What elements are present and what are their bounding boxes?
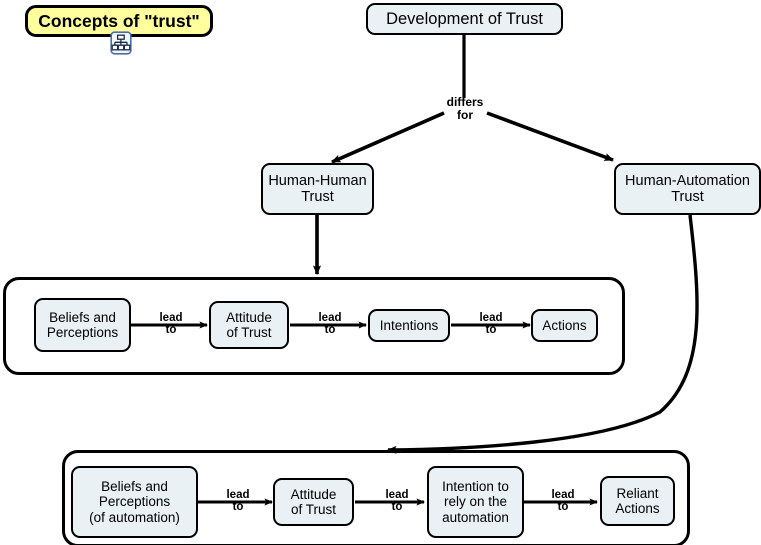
node-label: Actions xyxy=(542,317,587,333)
node-label: Attitude of Trust xyxy=(290,486,337,517)
node-hh-intentions[interactable]: Intentions xyxy=(368,309,450,342)
edge-label-differs-for: differs for xyxy=(446,95,484,122)
node-label: Intentions xyxy=(379,317,439,333)
node-development-of-trust[interactable]: Development of Trust xyxy=(366,3,563,35)
node-ha-intention-to-rely[interactable]: Intention to rely on the automation xyxy=(427,466,524,538)
node-label: Human-Human Trust xyxy=(268,172,367,205)
node-human-automation-trust[interactable]: Human-Automation Trust xyxy=(614,163,761,215)
node-label: Attitude of Trust xyxy=(226,309,272,340)
edge-label-hh-lead-to-1: lead to xyxy=(159,312,183,337)
node-label: Beliefs and Perceptions xyxy=(46,309,119,340)
banner-label: Concepts of "trust" xyxy=(38,10,200,31)
edge-label-hh-lead-to-2: lead to xyxy=(318,312,342,337)
node-human-human-trust[interactable]: Human-Human Trust xyxy=(261,163,374,215)
edge-label-hh-lead-to-3: lead to xyxy=(479,312,503,337)
node-label: Reliant Actions xyxy=(615,485,660,516)
node-ha-beliefs-and-perceptions[interactable]: Beliefs and Perceptions (of automation) xyxy=(71,466,198,538)
edge-label-ha-lead-to-2: lead to xyxy=(385,489,409,514)
node-ha-reliant-actions[interactable]: Reliant Actions xyxy=(600,476,675,526)
node-label: Human-Automation Trust xyxy=(625,172,750,205)
node-label: Intention to rely on the automation xyxy=(442,479,509,525)
edge-label-ha-lead-to-3: lead to xyxy=(551,489,575,514)
node-label: Beliefs and Perceptions (of automation) xyxy=(89,479,180,525)
edge-root-to-human-human xyxy=(331,111,445,164)
node-hh-beliefs-and-perceptions[interactable]: Beliefs and Perceptions xyxy=(34,298,131,352)
edge-root-to-human-automation xyxy=(486,111,614,162)
node-ha-attitude-of-trust[interactable]: Attitude of Trust xyxy=(273,478,354,526)
edge-label-ha-lead-to-1: lead to xyxy=(226,489,250,514)
node-label: Development of Trust xyxy=(386,9,543,28)
node-hh-attitude-of-trust[interactable]: Attitude of Trust xyxy=(209,301,289,349)
node-hh-actions[interactable]: Actions xyxy=(531,309,598,342)
concept-map-icon[interactable] xyxy=(110,31,132,55)
